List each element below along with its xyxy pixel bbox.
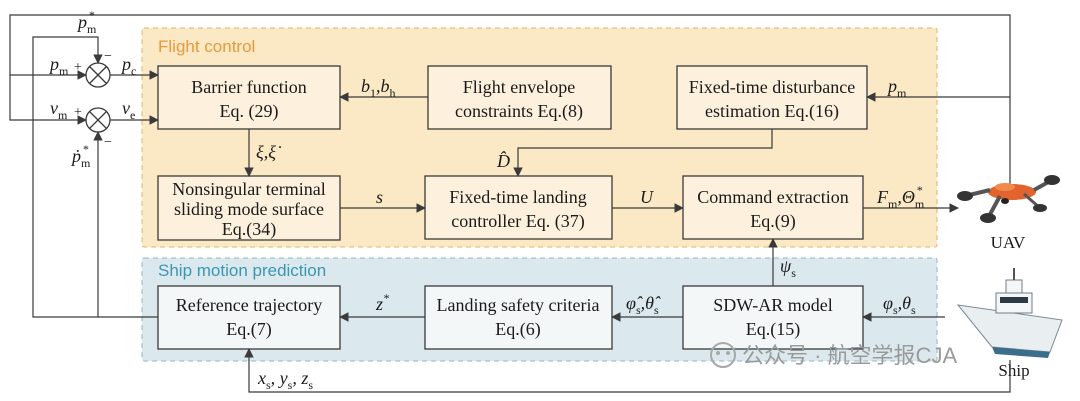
label-z-star: z* — [375, 291, 389, 314]
label-pc: pc — [120, 54, 136, 78]
nts-line2: sliding mode surface — [174, 199, 324, 219]
watermark-text: 公众号 · 航空学报CJA — [742, 343, 957, 368]
nts-line1: Nonsingular terminal — [172, 179, 325, 199]
sdw-line1: SDW-AR model — [713, 295, 833, 315]
command-extraction-box: Command extraction Eq.(9) — [682, 175, 864, 240]
label-d-hat: D̂ — [496, 151, 510, 171]
barrier-line2: Eq. (29) — [220, 101, 279, 122]
connection-lines — [9, 14, 1011, 393]
ship-boat-icon — [956, 268, 1063, 358]
reference-line1: Reference trajectory — [176, 295, 322, 315]
barrier-function-box: Barrier function Eq. (29) — [157, 65, 341, 130]
label-b1-bh: b1,bh — [361, 76, 396, 100]
ship-motion-label: Ship motion prediction — [158, 261, 326, 280]
disturbance-line1: Fixed-time disturbance — [689, 77, 855, 97]
barrier-line1: Barrier function — [191, 77, 306, 97]
label-U: U — [640, 187, 654, 207]
plus-sign-pm: + — [74, 60, 82, 75]
label-xyz: xs, ys, zs — [257, 368, 313, 392]
nts-line3: Eq.(34) — [222, 219, 276, 240]
label-force: Fm,Θm* — [876, 183, 925, 211]
command-line1: Command extraction — [697, 187, 848, 207]
landing-line2: controller Eq. (37) — [451, 211, 584, 232]
watermark: 公众号 · 航空学报CJA — [710, 342, 957, 368]
landing-safety-box: Landing safety criteria Eq.(6) — [424, 285, 613, 350]
label-xi: ξ,ξ̇ — [256, 142, 282, 162]
label-pm-dot-star: ṗm* — [70, 142, 91, 170]
safety-line1: Landing safety criteria — [437, 295, 600, 315]
envelope-line2: constraints Eq.(8) — [455, 101, 583, 122]
disturbance-estimation-box: Fixed-time disturbance estimation Eq.(16… — [676, 65, 868, 130]
sum-junction-position — [85, 62, 111, 88]
reference-trajectory-box: Reference trajectory Eq.(7) — [157, 285, 341, 350]
uav-drone-icon — [957, 175, 1060, 223]
plus-sign-vm: + — [74, 105, 82, 120]
label-ve: ve — [122, 98, 135, 122]
disturbance-line2: estimation Eq.(16) — [705, 101, 839, 122]
command-line2: Eq.(9) — [750, 211, 795, 232]
sdw-ar-box: SDW-AR model Eq.(15) — [682, 285, 864, 350]
landing-line1: Fixed-time landing — [449, 187, 586, 207]
label-pm-star: pm* — [76, 8, 97, 36]
label-phi-theta: φs,θs — [883, 293, 916, 317]
landing-controller-box: Fixed-time landing controller Eq. (37) — [424, 175, 613, 240]
label-pm: pm — [48, 54, 69, 78]
label-s: s — [376, 187, 383, 207]
label-psi-s: ψs — [780, 256, 796, 280]
uav-label: UAV — [991, 233, 1026, 252]
sdw-line2: Eq.(15) — [746, 319, 800, 340]
minus-sign-pm-dot: − — [104, 135, 112, 150]
label-pm-right: pm — [886, 76, 907, 100]
envelope-line1: Flight envelope — [463, 77, 575, 97]
label-vm: vm — [50, 98, 68, 122]
flight-control-label: Flight control — [158, 37, 255, 56]
ship-label: Ship — [998, 361, 1029, 380]
flight-envelope-box: Flight envelope constraints Eq.(8) — [427, 65, 612, 130]
reference-line2: Eq.(7) — [226, 319, 271, 340]
sliding-surface-box: Nonsingular terminal sliding mode surfac… — [157, 175, 341, 241]
minus-sign-pm-star: − — [104, 49, 112, 64]
sum-junction-velocity — [85, 107, 111, 133]
safety-line2: Eq.(6) — [495, 319, 540, 340]
